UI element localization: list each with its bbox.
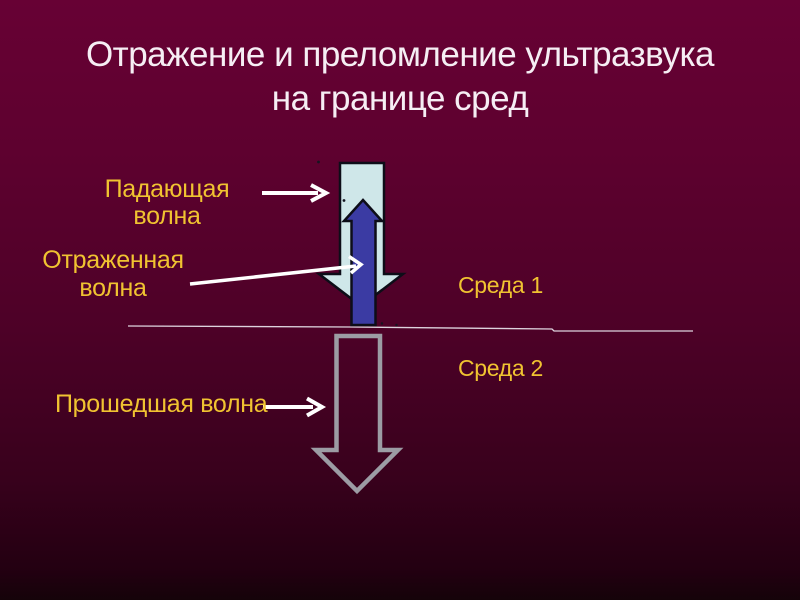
reflected-pointer-line [189, 264, 357, 286]
slide-title: Отражение и преломление ультразвука на г… [0, 33, 800, 121]
speck-dot [342, 199, 346, 202]
reflected-wave-arrow [341, 198, 385, 327]
slide-title-line2: на границе сред [271, 79, 529, 118]
label-medium-2: Среда 2 [458, 355, 543, 381]
boundary-line [127, 325, 693, 332]
slide-title-line1: Отражение и преломление ультразвука [85, 35, 715, 74]
transmitted-wave-arrow [310, 333, 404, 495]
label-reflected-wave: Отраженная волна [13, 246, 213, 302]
label-incident-wave: Падающая волна [67, 176, 267, 230]
transmitted-pointer-head [306, 396, 327, 418]
label-medium-1: Среда 1 [458, 272, 543, 298]
reflected-pointer-head [348, 255, 364, 275]
label-reflected-wave-line2: волна [79, 274, 147, 302]
transmitted-pointer-arrow [263, 396, 327, 418]
label-reflected-wave-line1: Отраженная [42, 246, 184, 274]
label-incident-wave-line2: волна [133, 202, 201, 230]
label-transmitted-wave: Прошедшая волна [55, 390, 268, 418]
speck-dot [380, 322, 384, 325]
reflected-pointer-arrow [189, 255, 364, 286]
incident-pointer-arrow [262, 183, 331, 203]
speck-dot [317, 160, 320, 164]
incident-pointer-head [310, 183, 331, 203]
label-incident-wave-line1: Падающая [104, 175, 230, 203]
speck-dot [395, 323, 398, 327]
